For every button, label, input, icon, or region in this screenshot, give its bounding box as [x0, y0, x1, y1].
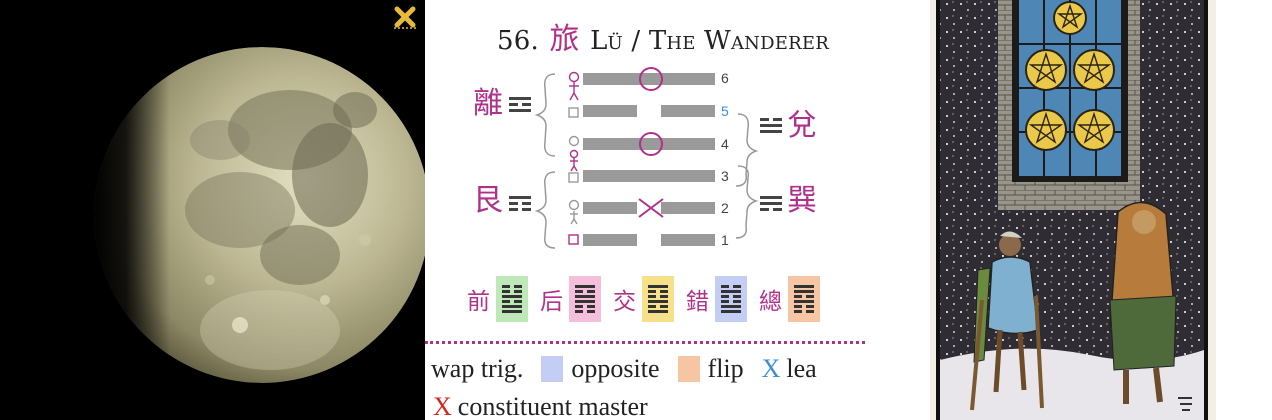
legend-constituent-x-mark: X: [433, 392, 452, 420]
line-2-right: [661, 202, 715, 214]
hexagram-number: 56.: [497, 26, 539, 56]
hexagram-name: Lü / The Wanderer: [590, 26, 829, 56]
related-label-reverse: 總: [759, 289, 782, 315]
hexagram-panel: 56. 旅 Lü / The Wanderer: [425, 0, 865, 420]
related-label-exchange: 交: [613, 289, 636, 315]
related-hexagrams-row: 前 后 交 錯 總: [467, 276, 832, 322]
line-5-right: [661, 105, 715, 117]
hexagram-diagram: [509, 67, 782, 249]
line-4: [583, 138, 715, 150]
line-3: [583, 170, 715, 182]
line-4-circle-marker: [639, 132, 663, 156]
legend-opposite: opposite: [571, 354, 660, 383]
related-hexagram-after[interactable]: [569, 276, 601, 322]
nuclear-lower-glyph: [760, 196, 782, 211]
related-hexagram-reverse[interactable]: [788, 276, 820, 322]
legend-swap-trig: wap trig.: [431, 354, 524, 383]
hexagram-lines: [583, 73, 715, 246]
line-6-circle-marker: [639, 67, 663, 91]
upper-trigram-glyph: [509, 97, 531, 112]
legend-divider: [425, 341, 865, 344]
nuclear-lower-char[interactable]: 巽: [787, 183, 817, 218]
related-hexagram-exchange[interactable]: [642, 276, 674, 322]
line-number-1: 1: [721, 232, 729, 248]
related-label-before: 前: [467, 289, 490, 315]
lower-trigram-glyph: [509, 196, 531, 211]
moon-image-panel: [0, 0, 425, 420]
legend-opposite-swatch: [541, 356, 564, 382]
five-of-pentacles-card: [930, 0, 1216, 420]
related-label-opposite: 錯: [686, 289, 709, 315]
nuclear-upper-glyph: [760, 118, 782, 133]
related-label-after: 后: [540, 289, 563, 315]
line-number-6: 6: [721, 70, 729, 86]
line-1-right: [661, 234, 715, 246]
line-5-left: [583, 105, 637, 117]
legend-flip-swatch: [677, 356, 700, 382]
related-hexagram-opposite[interactable]: [715, 276, 747, 322]
legend-lead: lea: [786, 354, 817, 383]
line-2-left: [583, 202, 637, 214]
line-number-4: 4: [721, 136, 729, 152]
legend-lead-x-mark: X: [761, 354, 781, 383]
tarot-card-panel: [930, 0, 1216, 420]
line-number-2: 2: [721, 200, 729, 216]
hexagram-character: 旅: [549, 22, 580, 57]
close-icon[interactable]: [392, 4, 418, 30]
moon-photo: [0, 0, 425, 420]
line-number-3: 3: [721, 168, 729, 184]
nuclear-upper-char[interactable]: 兌: [787, 108, 817, 143]
upper-trigram-char[interactable]: 離: [473, 86, 503, 121]
line-2-x-marker: [638, 198, 664, 218]
related-hexagram-before[interactable]: [496, 276, 528, 322]
line-6: [583, 73, 715, 85]
line-number-5: 5: [721, 103, 729, 119]
legend-constituent: constituent master: [457, 392, 648, 420]
lower-trigram-char[interactable]: 艮: [473, 183, 503, 218]
hexagram-title: 56. 旅 Lü / The Wanderer: [497, 14, 829, 58]
legend-flip: flip: [707, 354, 744, 383]
line-1-left: [583, 234, 637, 246]
legend-row: wap trig. opposite flip X lea: [431, 354, 817, 384]
